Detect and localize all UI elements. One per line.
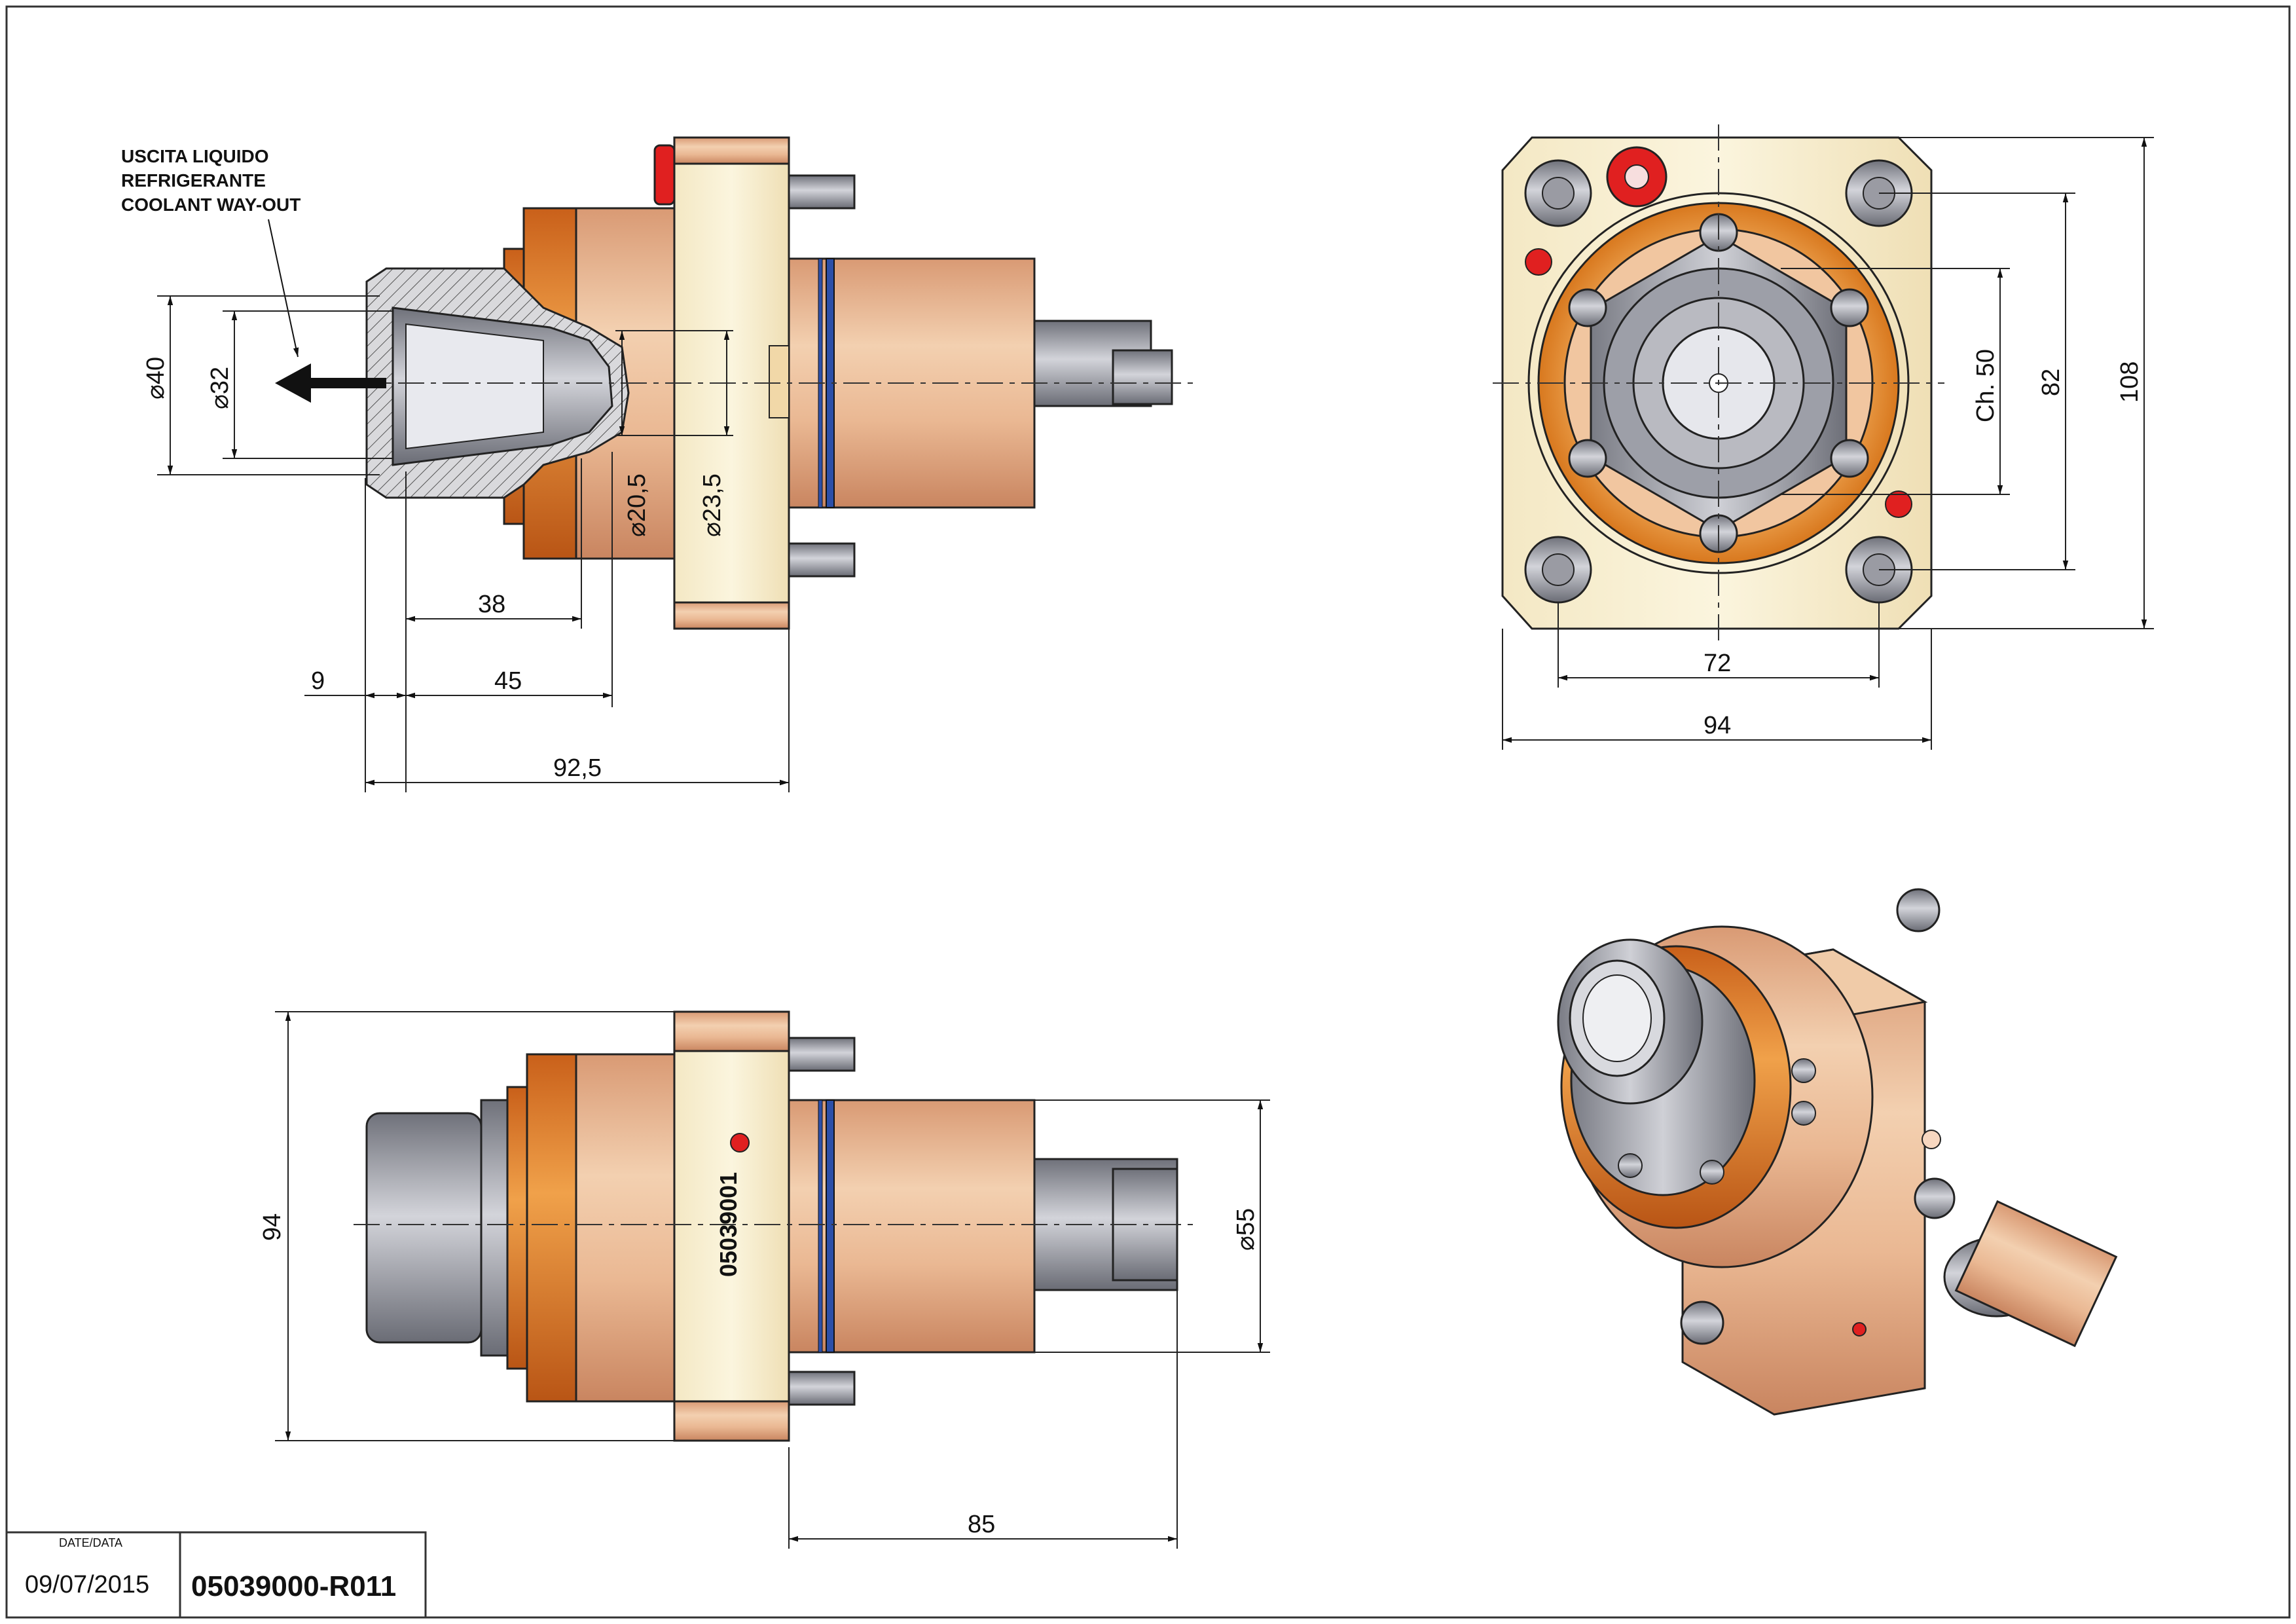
dim-dia-23-5: ⌀23,5 xyxy=(699,473,726,537)
title-block-date-label: DATE/DATA xyxy=(59,1536,122,1549)
dim-dia-40: ⌀40 xyxy=(142,357,170,399)
title-block: DATE/DATA 09/07/2015 05039000-R011 xyxy=(5,1531,427,1619)
dim-94-bottom: 94 xyxy=(259,1213,286,1241)
note-line1: USCITA LIQUIDO xyxy=(121,146,269,166)
dim-94-top: 94 xyxy=(1704,712,1731,739)
bottom-side-view: 05039001 xyxy=(354,1010,1198,1442)
isometric-view xyxy=(1557,888,2118,1416)
coolant-note: USCITA LIQUIDO REFRIGERANTE COOLANT WAY-… xyxy=(121,146,301,358)
front-view-dimension-labels: Ch. 50 82 108 72 94 xyxy=(1704,349,2143,739)
title-block-drawing-code: 05039000-R011 xyxy=(191,1570,396,1602)
dim-len-45: 45 xyxy=(494,667,522,695)
dim-dia-32: ⌀32 xyxy=(206,367,234,409)
sheet-border xyxy=(5,5,2291,1619)
note-line2: REFRIGERANTE xyxy=(121,170,266,191)
dim-108: 108 xyxy=(2116,361,2143,403)
note-line3: COOLANT WAY-OUT xyxy=(121,194,301,215)
dim-dia-20-5: ⌀20,5 xyxy=(623,473,651,537)
dim-len-9: 9 xyxy=(311,667,325,695)
dim-ch-50: Ch. 50 xyxy=(1972,349,1999,422)
front-view-dimensions xyxy=(1502,137,2154,750)
dim-85: 85 xyxy=(968,1511,995,1538)
side-view-dimensions xyxy=(157,295,790,792)
dim-len-38: 38 xyxy=(478,591,505,618)
dim-72: 72 xyxy=(1704,650,1731,677)
dim-dia-55: ⌀55 xyxy=(1232,1208,1260,1251)
title-block-date: 09/07/2015 xyxy=(25,1571,149,1598)
side-view-dimension-labels: ⌀40 ⌀32 ⌀20,5 ⌀23,5 38 9 45 92,5 xyxy=(142,357,726,782)
part-marking: 05039001 xyxy=(715,1172,742,1277)
bottom-view-dimension-labels: 94 ⌀55 85 xyxy=(259,1208,1260,1538)
bottom-view-dimensions xyxy=(275,1011,1270,1549)
dim-len-92-5: 92,5 xyxy=(553,754,602,782)
side-section-view xyxy=(275,136,1198,630)
front-view xyxy=(1493,124,1944,642)
dim-82: 82 xyxy=(2037,369,2065,396)
